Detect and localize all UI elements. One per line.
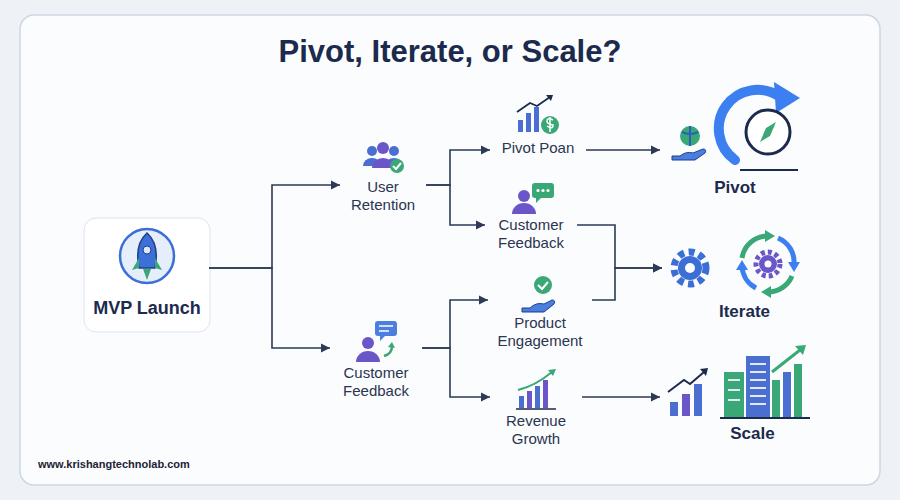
- flow-arrow: [209, 181, 340, 269]
- arrowhead: [653, 264, 662, 273]
- flow-arrow: [422, 296, 488, 349]
- node-label: Iterate: [682, 302, 807, 322]
- signal-node: Pivot Poan: [490, 95, 586, 161]
- growth-chart-icon: [516, 369, 556, 409]
- flow-arrow: [209, 268, 330, 353]
- diagram-title: Pivot, Iterate, or Scale?: [0, 34, 900, 70]
- connector-line: [209, 185, 340, 268]
- arrowhead: [331, 181, 340, 190]
- signal-node: Customer Feedback: [485, 180, 577, 256]
- arrowhead: [479, 296, 488, 305]
- connector-line: [582, 396, 660, 398]
- feedback-icon: [512, 183, 554, 214]
- metric-node: User Retention: [340, 140, 426, 218]
- connector-line: [426, 185, 485, 225]
- outcome-node: Iterate: [662, 228, 807, 326]
- launch-box: MVP Launch: [85, 218, 209, 324]
- node-label: Pivot: [660, 178, 810, 198]
- gear-icon: [674, 252, 706, 284]
- node-label: Revenue Growth: [490, 412, 582, 448]
- node-label: MVP Launch: [85, 298, 209, 320]
- flow-arrow: [586, 146, 660, 155]
- buildings-icon: [720, 345, 810, 418]
- chart-dollar-icon: [517, 95, 559, 134]
- arrowhead: [481, 393, 490, 402]
- connector-line: [592, 268, 662, 300]
- arrowhead: [481, 146, 490, 155]
- arrowhead: [651, 146, 660, 155]
- connector-line: [586, 149, 660, 151]
- signal-node: Product Engagement: [488, 270, 592, 354]
- node-label: Scale: [690, 424, 815, 444]
- globe-hand-icon: [672, 126, 706, 160]
- arrowhead: [321, 344, 330, 353]
- flow-arrow: [577, 225, 662, 273]
- bar-chart-icon: [668, 368, 708, 416]
- rocket-icon: [120, 229, 174, 283]
- users-icon: [363, 142, 404, 173]
- feedback-icon: [356, 321, 397, 362]
- mvp-card: [84, 218, 210, 332]
- flow-arrow: [426, 146, 490, 186]
- flow-arrow: [582, 393, 660, 402]
- compass-arrow-icon: [719, 82, 800, 170]
- outcome-node: Scale: [660, 348, 815, 448]
- connector-line: [422, 300, 488, 348]
- node-label: Pivot Poan: [490, 139, 586, 157]
- node-label: Customer Feedback: [330, 364, 422, 400]
- website-url: www.krishangtechnolab.com: [38, 458, 190, 470]
- arrowhead: [651, 393, 660, 402]
- connector-line: [577, 225, 662, 268]
- outcome-node: Pivot: [660, 78, 810, 202]
- hand-check-icon: [522, 276, 555, 312]
- cycle-gear-icon: [736, 230, 800, 298]
- signal-node: Revenue Growth: [490, 368, 582, 452]
- node-label: User Retention: [340, 178, 426, 214]
- panel: [20, 15, 880, 485]
- flow-arrow: [426, 185, 485, 230]
- connector-line: [426, 150, 490, 185]
- flow-arrow: [592, 264, 662, 301]
- arrowhead: [653, 264, 662, 273]
- node-label: Customer Feedback: [485, 216, 577, 252]
- metric-node: Customer Feedback: [330, 318, 422, 404]
- arrowhead: [476, 221, 485, 230]
- node-label: Product Engagement: [488, 314, 592, 350]
- connector-line: [209, 268, 330, 348]
- connector-line: [422, 348, 490, 397]
- flow-arrow: [422, 348, 490, 402]
